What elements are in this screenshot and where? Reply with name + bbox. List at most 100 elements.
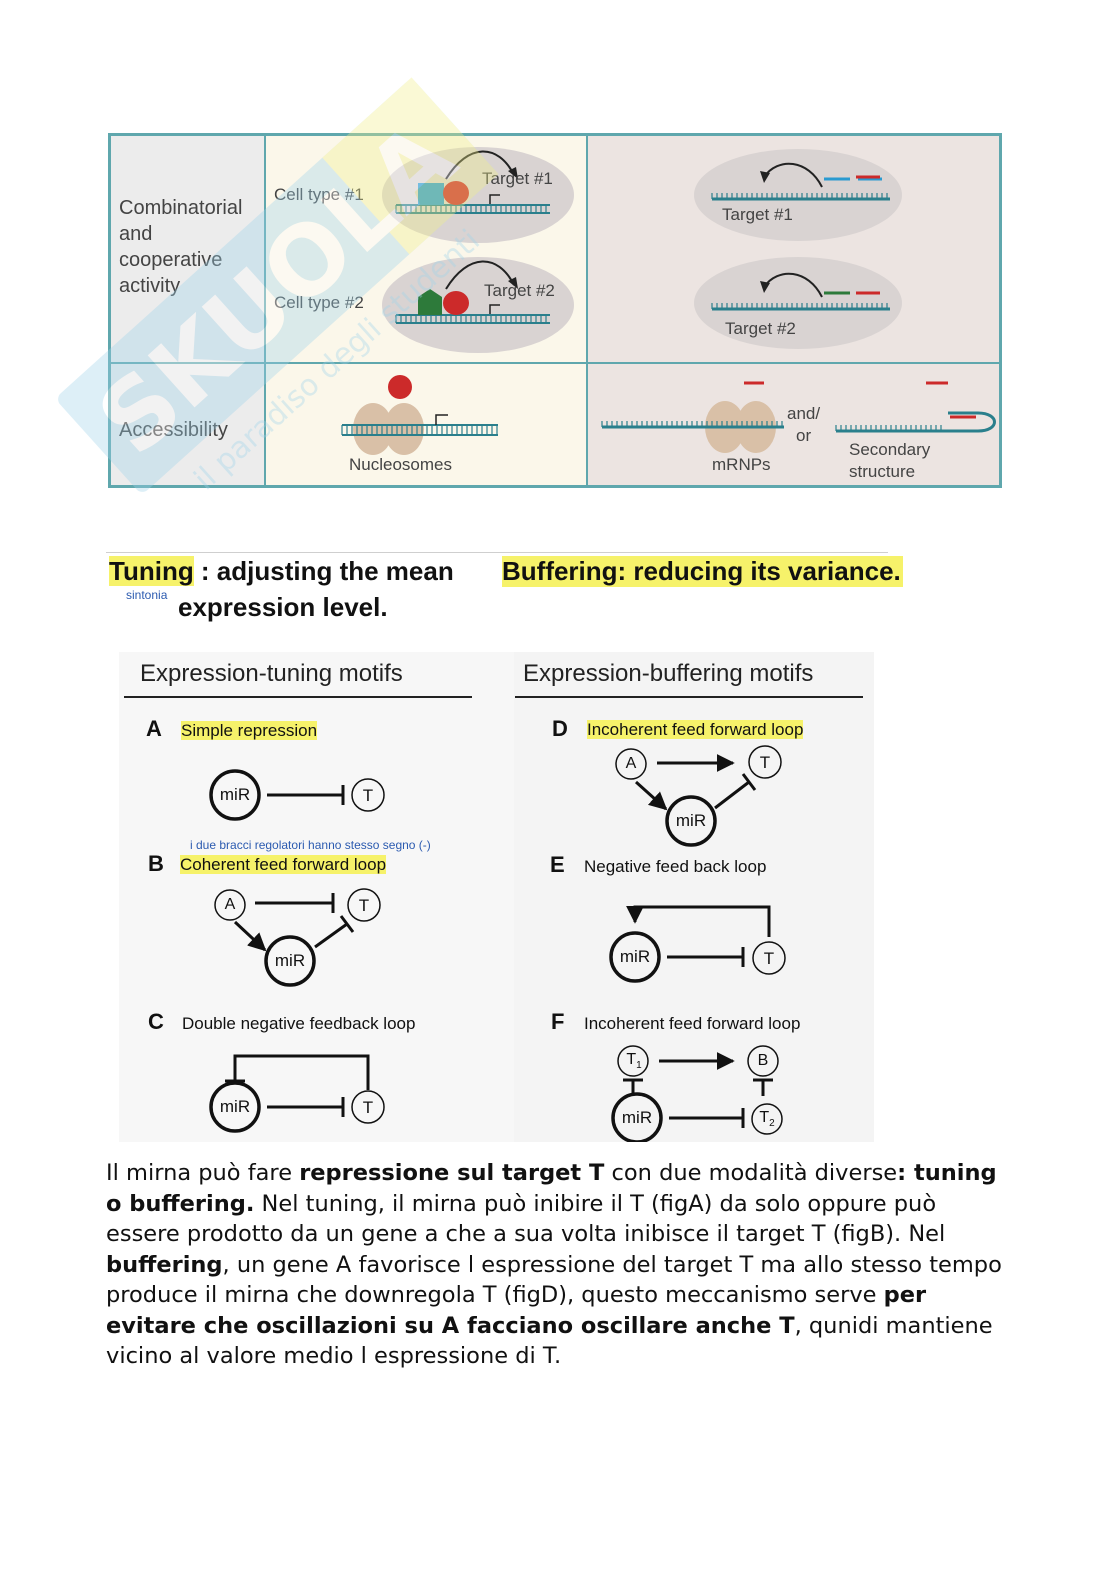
table-illustrations [341,147,996,455]
node-mir-b [264,935,316,987]
para-text: con due modalità diverse [604,1160,898,1186]
node-label-t2: T2 [755,1109,779,1129]
row-label-line: cooperative [119,249,223,271]
motif-c-name: Double negative feedback loop [182,1014,416,1033]
row-label-line: and [119,223,153,245]
tuning-title-rule [124,696,472,698]
motif-letter-d: D [552,716,568,741]
label-nucleosomes: Nucleosomes [349,455,452,474]
node-label-mir: miR [219,1097,251,1116]
tuning-rest: : adjusting the mean [193,556,454,586]
row-label-combinatorial: Combinatorial and cooperative activity [119,195,242,299]
node-label-b: B [757,1052,769,1069]
red-protein-2 [443,291,469,315]
label-target-1-tf: Target #1 [482,169,553,188]
para-text: Nel tuning, il mirna può inibire il T (f… [106,1190,946,1248]
para-text: , un gene A favorisce l espressione del … [106,1251,1002,1309]
table-border-top [108,133,1002,136]
regulation-figure-table: Combinatorial and cooperative activity A… [108,133,1002,488]
label-target-2-tf: Target #2 [484,281,555,300]
hairpin [836,411,996,433]
node-a-d [615,748,647,780]
node-label-t: T [763,949,775,968]
and-or-line: or [795,426,812,445]
node-label-t: T [362,1098,374,1117]
node-a-b [214,889,246,921]
node-label-t: T [362,786,374,805]
node-label-mir: miR [274,951,306,970]
motif-letter-c: C [148,1009,164,1034]
t2-letter: T [759,1109,770,1126]
node-label-t1: T1 [622,1051,646,1071]
t1-subscript: 1 [636,1060,642,1072]
tuning-note: sintonia [126,588,168,602]
target-ellipse-2 [694,257,902,349]
node-label-a: A [625,755,637,772]
secondary-line: structure [849,462,916,481]
cell-ellipse-2 [382,257,574,353]
motif-letter-a: A [146,716,162,741]
motif-e-name: Negative feed back loop [584,857,767,876]
node-mir-a [209,769,261,821]
label-and-or: and/ or [787,403,820,447]
motif-networks [209,745,786,1142]
node-t-c [351,1090,385,1124]
row-label-accessibility: Accessibility [119,419,228,441]
motif-letter-f: F [551,1009,565,1034]
nucleosome-1 [353,403,393,455]
node-mir-d [665,795,717,847]
cell-ellipse-1 [382,147,574,243]
node-label-mir: miR [675,811,707,830]
cell-label-accessibility [108,363,265,488]
motif-b-note: i due bracci regolatori hanno stesso seg… [190,838,431,852]
node-t-a [351,778,385,812]
para-text: , qunidi mantiene vicino al valore medio… [106,1312,993,1370]
arrow-arc-4 [763,272,823,298]
node-t-d [748,745,782,779]
target-ellipse-1 [694,149,902,241]
motif-d-label: Incoherent feed forward loop [587,720,804,740]
separator-line [106,552,888,553]
node-t2-f [751,1103,783,1135]
tuning-heading: Tuning : adjusting the mean [109,556,454,587]
t2-subscript: 2 [769,1118,775,1130]
and-or-line: and/ [787,404,821,423]
para-bold: per evitare che oscillazioni su A faccia… [106,1282,927,1339]
motif-b-label: Coherent feed forward loop [180,855,387,875]
red-protein-3 [388,375,412,399]
motif-f-name: Incoherent feed forward loop [584,1014,801,1033]
cell-label-combinatorial [108,133,265,363]
label-cell-type-2: Cell type #2 [274,293,364,312]
label-secondary-structure: Secondary structure [849,439,930,483]
node-mir-c [209,1081,261,1133]
node-mir-e [609,931,661,983]
arrow-arc-1 [445,150,515,180]
arrow-arc-3 [763,162,823,188]
motifs-figure: Expression-tuning motifs Expression-buff… [119,652,874,1142]
motif-b-name: Coherent feed forward loop [180,855,387,874]
node-label-mir: miR [621,1108,653,1127]
red-protein [443,181,469,205]
node-label-a: A [224,896,236,913]
label-mrnps: mRNPs [712,455,771,474]
tuning-word: Tuning [109,556,194,586]
row-label-line: activity [119,275,181,297]
label-target-2-mirna: Target #2 [725,319,796,338]
tuning-motifs-title: Expression-tuning motifs [140,660,403,687]
buffering-title-rule [515,696,863,698]
node-t1-f [617,1045,649,1077]
label-cell-type-1: Cell type #1 [274,185,364,204]
table-border-right [999,133,1002,488]
node-b-f [747,1045,779,1077]
table-border-left [108,133,111,488]
t1-letter: T [626,1051,637,1068]
node-label-mir: miR [219,785,251,804]
para-text: Il mirna può fare [106,1160,300,1186]
row-label-line: Combinatorial [119,197,243,219]
node-label-t: T [759,753,771,772]
node-label-t: T [358,896,370,915]
para-bold: : tuning o buffering. [106,1160,997,1217]
para-bold: repressione sul target T [299,1160,605,1186]
secondary-line: Secondary [849,440,931,459]
table-divider-col2 [586,133,588,488]
